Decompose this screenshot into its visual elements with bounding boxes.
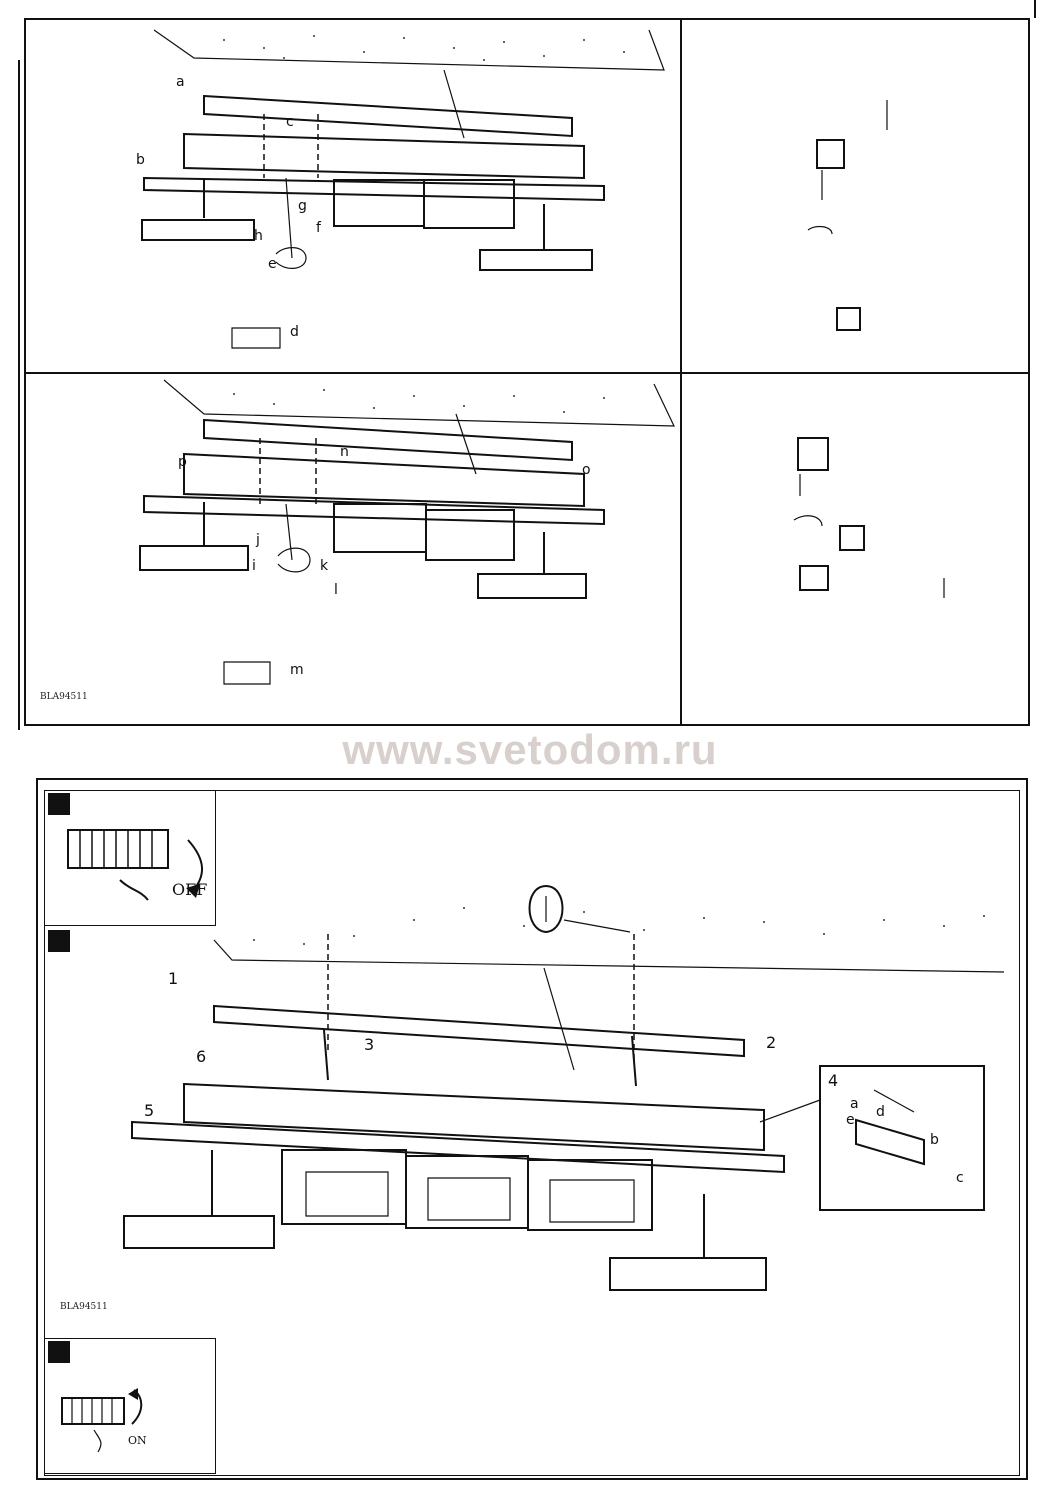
top-left-assembly-drawing: a b c g h f e d (136, 29, 665, 349)
breaker-on-illustration (61, 1388, 143, 1453)
outer-right-rule (1034, 0, 1036, 18)
switch-off-label: OFF (172, 880, 208, 899)
svg-text:c: c (956, 1170, 964, 1186)
svg-text:4: 4 (828, 1071, 838, 1090)
step-marker-1 (48, 793, 70, 815)
top-right-detail-drawing-2 (793, 437, 945, 598)
bottom-inner-frame (44, 790, 1020, 1476)
svg-text:e: e (846, 1112, 855, 1128)
svg-text:g: g (298, 198, 307, 214)
svg-text:p: p (178, 454, 187, 470)
svg-text:a: a (176, 74, 185, 90)
svg-text:5: 5 (144, 1101, 154, 1120)
bottom-sheet-frame (36, 778, 1028, 1480)
svg-text:j: j (255, 532, 260, 548)
switch-on-label: ON (128, 1434, 147, 1447)
bottom-model-code: BLA94511 (60, 1302, 108, 1312)
svg-text:3: 3 (364, 1035, 374, 1054)
svg-text:h: h (254, 228, 263, 244)
breaker-off-illustration (67, 829, 204, 901)
svg-text:6: 6 (196, 1047, 206, 1066)
svg-text:f: f (316, 220, 322, 236)
svg-text:e: e (268, 256, 277, 272)
main-installation-drawing: 1 2 3 4 5 6 a b c d e (123, 884, 1005, 1291)
svg-text:c: c (286, 114, 294, 130)
step-marker-3 (48, 1341, 70, 1363)
outer-left-rule (18, 60, 20, 730)
switch-off-panel (44, 790, 216, 926)
top-right-detail-drawing-1 (807, 100, 888, 331)
top-left-assembly-drawing-2: p n o j i k l m (139, 379, 675, 685)
svg-text:b: b (930, 1132, 939, 1148)
switch-on-panel (44, 1338, 216, 1474)
svg-text:m: m (290, 662, 304, 678)
top-sheet-hdivider (24, 372, 1030, 374)
svg-text:k: k (320, 558, 329, 574)
watermark-text: www.svetodom.ru (342, 726, 718, 773)
svg-text:i: i (252, 558, 256, 574)
svg-text:2: 2 (766, 1033, 776, 1052)
svg-text:d: d (290, 324, 299, 340)
svg-text:d: d (876, 1104, 885, 1120)
svg-text:o: o (582, 462, 591, 478)
step-marker-2 (48, 930, 70, 952)
svg-text:1: 1 (168, 969, 178, 988)
top-model-code: BLA94511 (40, 692, 88, 702)
svg-text:b: b (136, 152, 145, 168)
svg-text:l: l (334, 582, 338, 598)
svg-text:n: n (340, 444, 349, 460)
svg-text:a: a (850, 1096, 859, 1112)
